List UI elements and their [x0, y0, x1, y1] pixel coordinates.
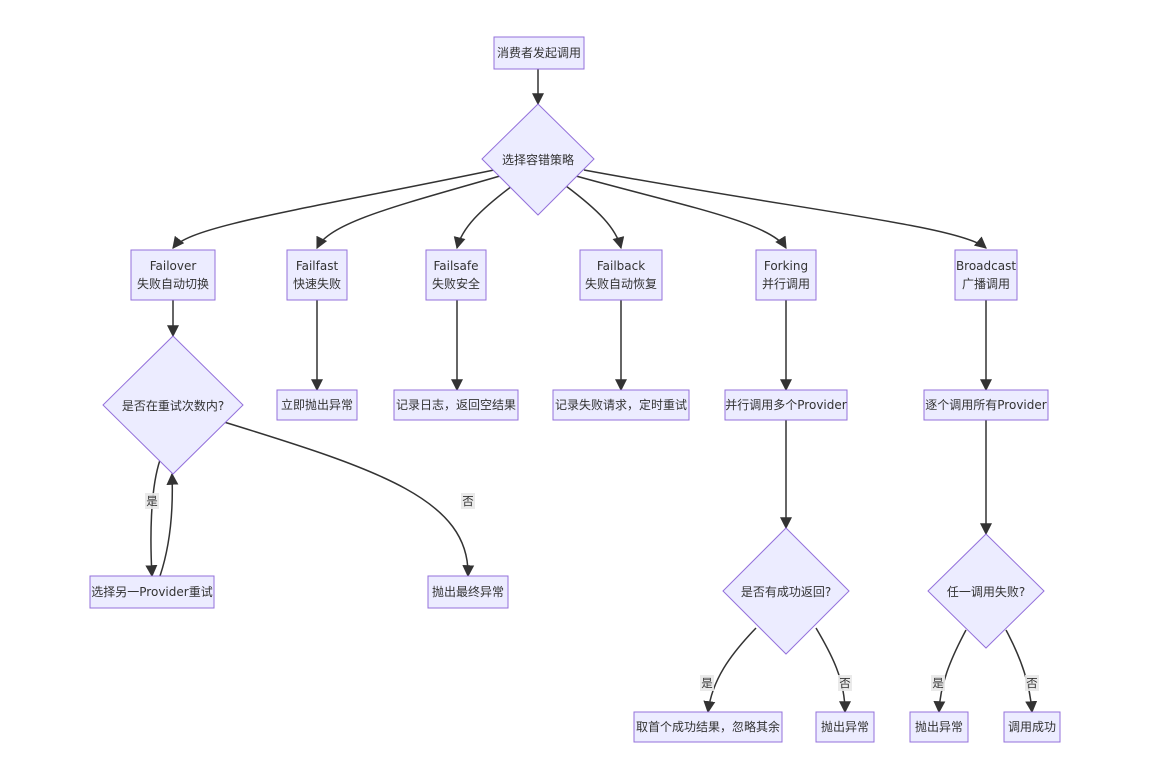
node-any-fail: 任一调用失败? — [927, 533, 1045, 649]
node-call-each: 逐个调用所有Provider — [923, 389, 1049, 421]
label-anyfail-no-text: 否 — [1026, 676, 1038, 690]
label-retry-yes: 是 — [145, 493, 159, 509]
edge-check-final-no — [223, 421, 475, 578]
node-failover-title: Failover — [150, 259, 197, 273]
node-throw-now: 立即抛出异常 — [276, 389, 358, 421]
node-log-retry: 记录失败请求，定时重试 — [552, 389, 690, 421]
node-success-check-label: 是否有成功返回? — [741, 585, 831, 599]
nodes: 消费者发起调用 选择容错策略 Failover 失败自动切换 Failfast … — [89, 36, 1061, 743]
node-throw-now-label: 立即抛出异常 — [281, 397, 353, 412]
label-success-yes-text: 是 — [701, 676, 713, 690]
node-failback: Failback 失败自动恢复 — [579, 249, 663, 301]
node-failover: Failover 失败自动切换 — [130, 249, 216, 301]
label-success-yes: 是 — [700, 675, 714, 691]
node-failfast-subtitle: 快速失败 — [293, 276, 341, 291]
label-retry-yes-text: 是 — [146, 494, 158, 508]
node-retry-check-label: 是否在重试次数内? — [122, 398, 224, 413]
node-retry-other-label: 选择另一Provider重试 — [91, 584, 212, 599]
node-broadcast-title: Broadcast — [956, 259, 1016, 273]
node-success-check: 是否有成功返回? — [722, 527, 850, 655]
node-forking: Forking 并行调用 — [755, 249, 817, 301]
node-throw-bc: 抛出异常 — [909, 711, 969, 743]
node-choose-strategy: 选择容错策略 — [481, 103, 595, 216]
node-call-ok: 调用成功 — [1003, 711, 1061, 743]
node-failsafe: Failsafe 失败安全 — [425, 249, 487, 301]
node-log-retry-label: 记录失败请求，定时重试 — [555, 397, 687, 412]
edge-choose-failsafe — [453, 185, 513, 250]
edge-choose-failfast — [316, 175, 501, 250]
node-log-return: 记录日志，返回空结果 — [393, 389, 519, 421]
node-failfast-title: Failfast — [296, 259, 339, 273]
label-anyfail-yes-text: 是 — [932, 676, 944, 690]
node-take-first-label: 取首个成功结果，忽略其余 — [636, 719, 780, 734]
node-any-fail-label: 任一调用失败? — [947, 584, 1025, 599]
node-call-each-label: 逐个调用所有Provider — [925, 398, 1046, 412]
node-failfast: Failfast 快速失败 — [286, 249, 348, 301]
node-parallel-label: 并行调用多个Provider — [725, 398, 846, 412]
node-failback-subtitle: 失败自动恢复 — [585, 276, 657, 291]
node-start: 消费者发起调用 — [493, 36, 585, 70]
node-retry-check: 是否在重试次数内? — [102, 335, 244, 475]
label-anyfail-no: 否 — [1025, 675, 1039, 691]
node-start-label: 消费者发起调用 — [497, 45, 581, 60]
label-success-no: 否 — [838, 675, 852, 691]
node-choose-label: 选择容错策略 — [502, 152, 574, 167]
node-retry-other: 选择另一Provider重试 — [89, 575, 215, 609]
node-throw-final-label: 抛出最终异常 — [432, 584, 504, 599]
node-throw-fork-label: 抛出异常 — [821, 719, 869, 734]
edge-choose-failback — [565, 185, 625, 250]
edge-choose-forking — [575, 175, 787, 250]
node-take-first: 取首个成功结果，忽略其余 — [633, 711, 783, 743]
node-forking-title: Forking — [764, 259, 808, 273]
node-broadcast: Broadcast 广播调用 — [954, 249, 1018, 301]
label-retry-no-text: 否 — [462, 494, 474, 508]
node-parallel: 并行调用多个Provider — [724, 389, 848, 421]
edges — [145, 69, 1038, 714]
node-failsafe-subtitle: 失败安全 — [432, 276, 480, 291]
node-throw-bc-label: 抛出异常 — [915, 719, 963, 734]
node-failover-subtitle: 失败自动切换 — [137, 276, 209, 291]
edge-choose-failover — [172, 169, 495, 249]
edge-labels: 是 否 是 否 是 否 — [145, 493, 1039, 691]
edge-success-yes — [703, 627, 757, 714]
node-throw-fork: 抛出异常 — [815, 711, 875, 743]
node-log-return-label: 记录日志，返回空结果 — [396, 398, 516, 412]
edge-anyfail-yes — [933, 629, 967, 714]
node-failsafe-title: Failsafe — [433, 259, 478, 273]
label-retry-no: 否 — [461, 493, 475, 509]
node-forking-subtitle: 并行调用 — [762, 277, 810, 291]
label-anyfail-yes: 是 — [931, 675, 945, 691]
node-broadcast-subtitle: 广播调用 — [962, 277, 1010, 291]
edge-retry-check-back — [159, 472, 179, 577]
node-call-ok-label: 调用成功 — [1008, 720, 1056, 734]
node-failback-title: Failback — [597, 259, 645, 273]
edge-anyfail-no — [1005, 629, 1038, 714]
edge-choose-broadcast — [583, 169, 987, 249]
node-throw-final: 抛出最终异常 — [427, 575, 509, 609]
edge-success-no — [815, 627, 851, 714]
label-success-no-text: 否 — [839, 676, 851, 690]
edge-check-retry-yes — [145, 459, 161, 578]
